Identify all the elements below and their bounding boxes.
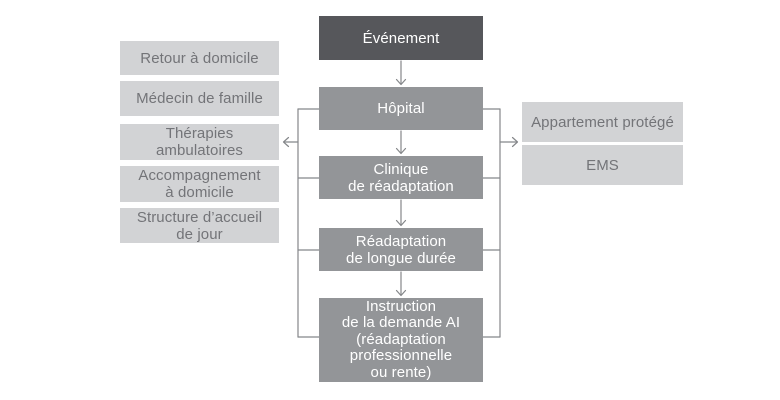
arrow-hopital-to-clinique (395, 130, 407, 155)
arrow-evenement-to-hopital (395, 60, 407, 86)
left-rail (297, 108, 320, 338)
right-rail (482, 108, 501, 338)
node-instruction-demande-ai: Instruction de la demande AI (réadaptati… (319, 298, 483, 382)
node-hopital: Hôpital (319, 87, 483, 130)
node-appartement-protege: Appartement protégé (522, 102, 683, 142)
node-clinique-readaptation: Clinique de réadaptation (319, 156, 483, 199)
node-ems: EMS (522, 145, 683, 185)
node-structure-accueil-jour: Structure d’accueil de jour (120, 208, 279, 243)
node-medecin-famille: Médecin de famille (120, 81, 279, 116)
node-evenement: Événement (319, 16, 483, 60)
arrow-to-left-boxes (282, 136, 299, 148)
arrow-readaptation-to-instruction (395, 271, 407, 297)
node-retour-domicile: Retour à domicile (120, 41, 279, 75)
arrow-to-right-boxes (499, 136, 519, 148)
node-readaptation-longue-duree: Réadaptation de longue durée (319, 228, 483, 271)
node-accompagnement-domicile: Accompagnement à domicile (120, 166, 279, 202)
arrow-clinique-to-readaptation (395, 199, 407, 227)
node-therapies-ambulatoires: Thérapies ambulatoires (120, 124, 279, 160)
